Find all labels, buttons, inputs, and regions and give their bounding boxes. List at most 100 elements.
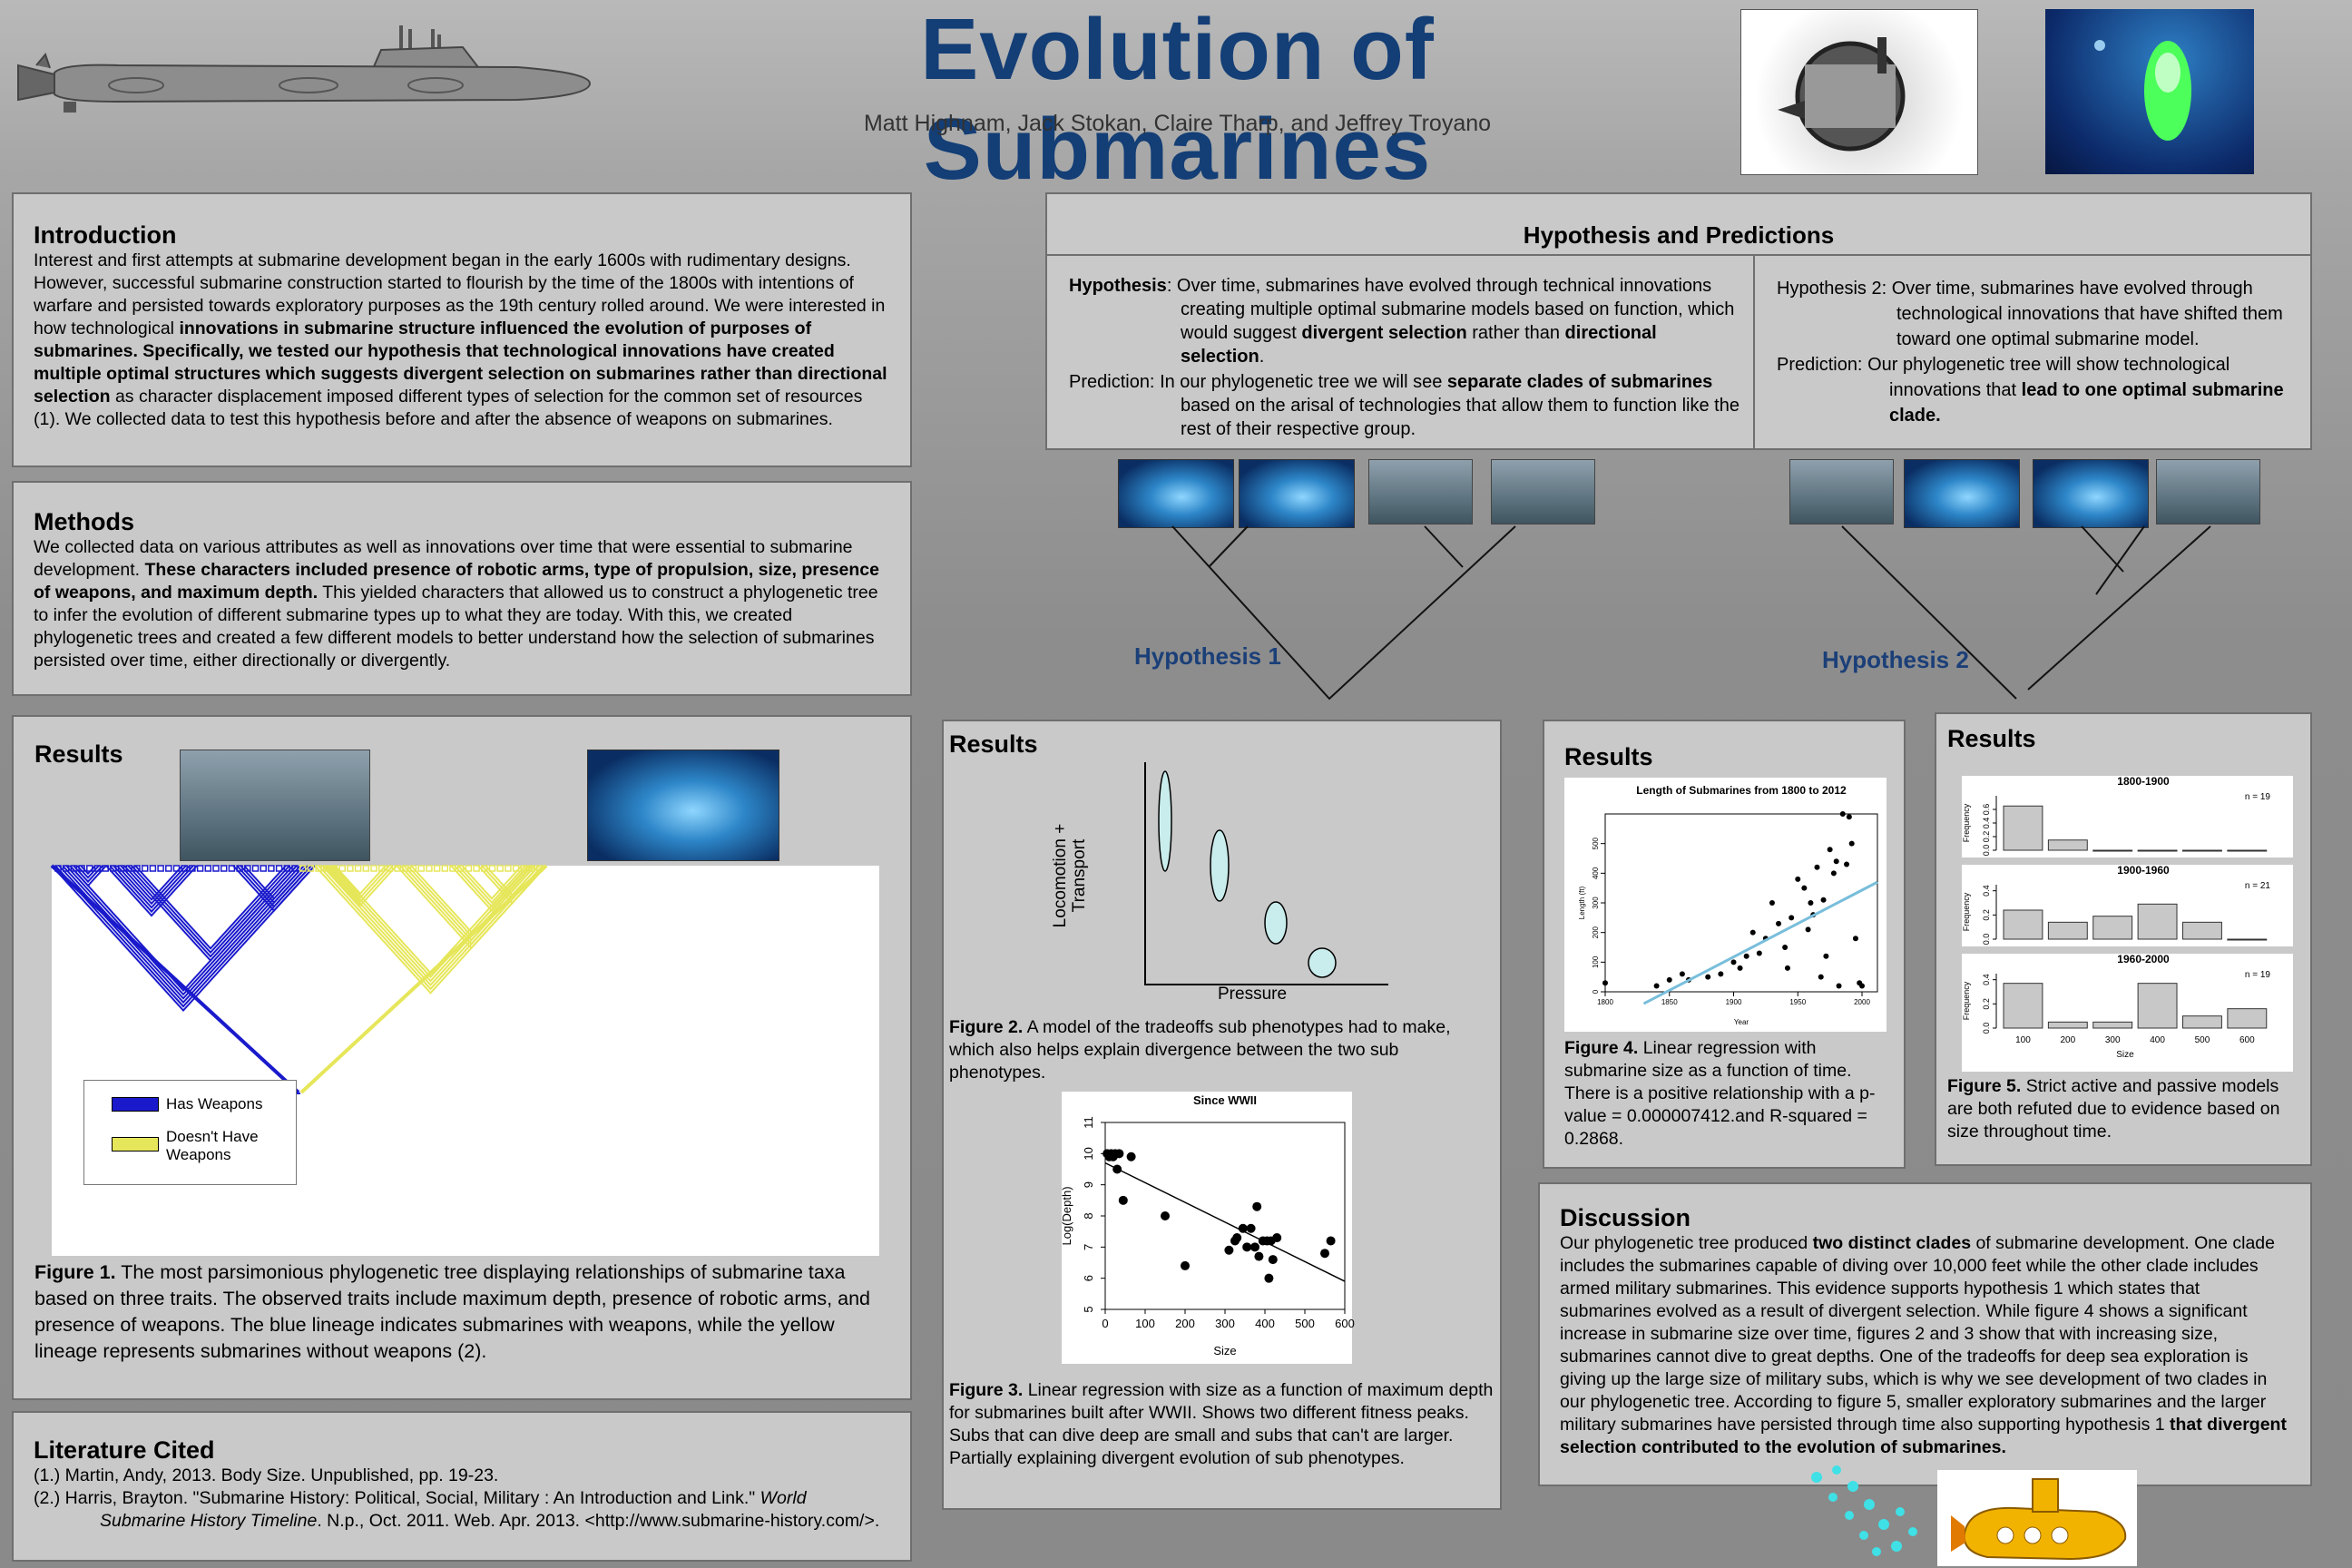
data-point	[1653, 983, 1660, 989]
data-point	[1254, 1251, 1264, 1261]
tree-tip	[260, 865, 267, 872]
data-point	[1679, 971, 1685, 977]
tree-branch	[481, 865, 544, 901]
data-point	[1769, 900, 1775, 906]
histogram-bar	[2092, 916, 2133, 940]
tree-tip	[251, 865, 260, 872]
histogram-bar	[2047, 921, 2088, 940]
tree-tip	[338, 865, 346, 872]
tree-tip	[236, 865, 243, 872]
introduction-heading: Introduction	[34, 221, 177, 249]
histogram-bar	[2047, 839, 2088, 851]
data-point	[1818, 974, 1824, 980]
histogram-bar	[2003, 983, 2043, 1029]
tradeoff-ylabel: Locomotion + Transport	[1051, 823, 1089, 928]
discussion-panel: Discussion Our phylogenetic tree produce…	[1538, 1182, 2312, 1486]
tree-tip	[402, 865, 409, 872]
tree-tip	[291, 865, 299, 872]
data-point	[1250, 1242, 1259, 1252]
x-tick-label: 2000	[1854, 998, 1870, 1006]
tree-branch	[69, 865, 107, 887]
tree-tip	[299, 865, 307, 872]
tree-branch	[454, 865, 530, 908]
histogram-bar	[2137, 983, 2178, 1029]
data-point	[1808, 900, 1814, 906]
x-tick-label: 200	[2060, 1035, 2075, 1045]
introduction-text: Interest and first attempts at submarine…	[34, 250, 887, 429]
histogram-bar	[2047, 1021, 2088, 1029]
yellow-submarine-clipart	[1811, 1465, 2137, 1566]
discussion-heading: Discussion	[1560, 1204, 1691, 1231]
x-tick-label: 1800	[1597, 998, 1613, 1006]
figure-1-caption: Figure 1. The most parsimonious phylogen…	[34, 1261, 870, 1362]
y-tick-label: 200	[1592, 926, 1600, 938]
results-heading: Results	[34, 740, 123, 768]
tree-tip	[315, 865, 322, 872]
tradeoff-xlabel: Pressure	[1218, 985, 1288, 1004]
histogram-bar	[2092, 849, 2133, 852]
data-point	[1833, 858, 1839, 865]
tree-tip	[488, 865, 496, 872]
tree-tip	[307, 865, 315, 872]
tree-legend: Has Weapons Doesn't Have Weapons	[83, 1080, 297, 1185]
x-tick-label: 300	[1215, 1317, 1235, 1330]
data-point	[1859, 983, 1866, 989]
tree-hypothesis-2-label: Hypothesis 2	[1822, 646, 1969, 673]
data-point	[1118, 1195, 1128, 1205]
histogram-bar	[2137, 849, 2178, 852]
figure-5-caption: Figure 5. Strict active and passive mode…	[1947, 1076, 2280, 1142]
tree-branch	[330, 865, 390, 899]
tree-tip	[268, 865, 275, 872]
histogram-n: n = 21	[2245, 881, 2271, 891]
y-tick-label: 0.0	[1982, 934, 1991, 946]
data-point	[1252, 1201, 1262, 1211]
tree-branch	[109, 865, 194, 914]
y-tick-label: 0.2	[1982, 909, 1991, 921]
methods-heading: Methods	[34, 508, 134, 535]
histogram-bar	[2181, 921, 2222, 940]
data-point	[1114, 1149, 1124, 1159]
results-tree-panel: Results Has Weapons Doesn't Have Weapons…	[12, 715, 912, 1400]
data-point	[1272, 1233, 1282, 1243]
tree-tip	[54, 865, 62, 872]
tree-tip	[347, 865, 354, 872]
reference-2: (2.) Harris, Brayton. "Submarine History…	[34, 1488, 880, 1531]
results-tradeoff-panel: Results Locomotion + Transport Pressure …	[942, 720, 1502, 1510]
tree2-thumb-3	[2033, 459, 2149, 528]
tree-tip	[70, 865, 78, 872]
y-tick-label: 0.4	[1982, 974, 1991, 985]
data-point	[1246, 1223, 1256, 1233]
legend-swatch-weapons	[112, 1097, 159, 1112]
tradeoff-ellipse-1	[1158, 770, 1172, 872]
tree-tip	[505, 865, 512, 872]
data-point	[1776, 920, 1782, 926]
histogram-title: 1800-1900	[2117, 775, 2170, 788]
tree-branch	[240, 865, 309, 905]
tree-tip	[110, 865, 117, 872]
data-point	[1181, 1260, 1190, 1270]
tree-branch	[58, 865, 309, 1004]
tree-tip	[409, 865, 417, 872]
x-tick-label: 400	[2150, 1035, 2165, 1045]
hypothesis-trees	[1171, 525, 2211, 701]
histogram-bar	[2003, 909, 2043, 940]
data-point	[1268, 1255, 1278, 1265]
tree-branch	[116, 865, 187, 906]
tree-tip	[456, 865, 465, 872]
tree-tip	[102, 865, 109, 872]
tree1-thumb-1	[1118, 459, 1234, 528]
legend-label-weapons: Has Weapons	[166, 1095, 263, 1112]
histogram-bar	[2227, 1008, 2268, 1029]
tree-branch	[51, 865, 316, 1012]
regression-line	[1642, 880, 1878, 1005]
chart-title: Length of Submarines from 1800 to 2012	[1636, 784, 1847, 797]
photo-vintage-submarine	[1740, 9, 1978, 175]
y-tick-label: 0.2	[1982, 831, 1991, 843]
tree-tip	[62, 865, 70, 872]
tree-tip	[323, 865, 330, 872]
tree-branch	[323, 865, 397, 907]
tree-branch	[62, 865, 305, 1000]
